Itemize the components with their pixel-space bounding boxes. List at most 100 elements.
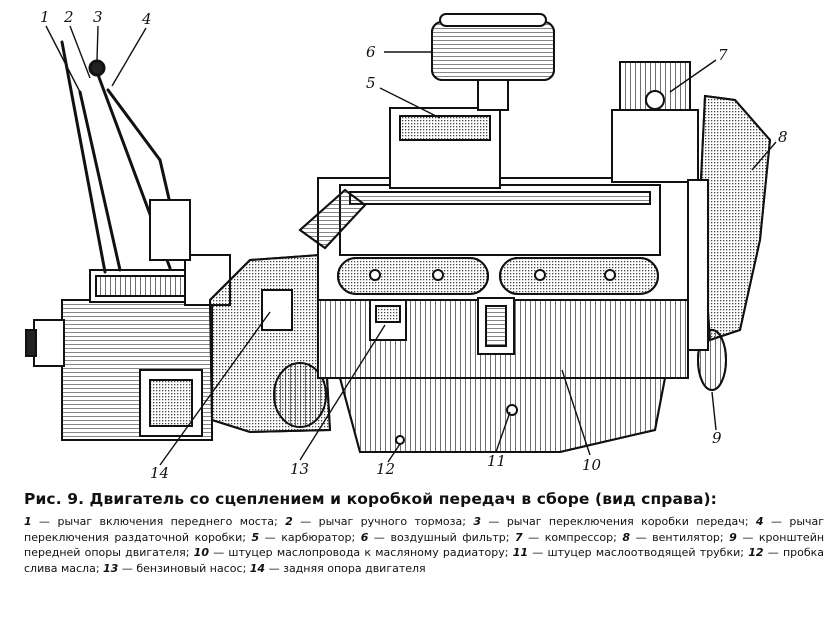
legend-text: пробка слива масла	[24, 546, 825, 575]
legend-separator: ;	[505, 530, 515, 544]
figure-title: Рис. 9. Двигатель со сцеплением и коробк…	[24, 490, 717, 508]
legend-text: вентилятор	[652, 530, 720, 544]
engine-drawing: 1 2 3 4 5 6 7 8 9 10 11 12 13 14	[25, 8, 788, 480]
callout-9: 9	[712, 429, 722, 447]
air-filter	[431, 13, 555, 111]
leader-lines	[45, 25, 777, 466]
figure-caption: Рис. 9. Двигатель со сцеплением и коробк…	[24, 490, 824, 576]
legend-dash: —	[368, 530, 391, 544]
figure-legend: 1 — рычаг включения переднего моста; 2 —…	[24, 514, 824, 576]
callout-2: 2	[63, 8, 74, 26]
callout-8: 8	[778, 128, 788, 146]
legend-separator: ;	[744, 515, 756, 528]
legend-item-7: 7 — компрессор;	[515, 531, 622, 544]
legend-dash: —	[630, 530, 653, 544]
legend-text: штуцер маслопровода к масляному радиатор…	[228, 546, 505, 559]
legend-text: задняя опора двигателя	[283, 561, 426, 575]
legend-separator: ;	[740, 546, 749, 559]
legend-dash: —	[208, 546, 229, 559]
legend-number: 4	[755, 515, 764, 528]
legend-number: 9	[729, 530, 737, 544]
legend-number: 2	[285, 515, 293, 528]
gearbox	[25, 254, 231, 441]
legend-text: бензиновый насос	[136, 561, 243, 575]
legend-separator: ;	[462, 515, 474, 528]
legend-dash: —	[481, 515, 507, 528]
callout-12: 12	[376, 460, 395, 478]
legend-item-4: 4 — рычаг переключения раздаточной короб…	[24, 515, 824, 544]
legend-number: 1	[24, 515, 32, 528]
legend-separator: ;	[242, 561, 250, 575]
legend-text: рычаг включения переднего моста	[57, 515, 275, 528]
legend-text: воздушный фильтр	[390, 530, 506, 544]
legend-item-12: 12 — пробка слива масла;	[24, 546, 824, 575]
legend-separator: ;	[185, 546, 194, 559]
carburetor	[298, 107, 501, 250]
legend-item-5: 5 — карбюратор;	[251, 531, 360, 544]
legend-number: 13	[103, 561, 119, 575]
legend-text: штуцер маслоотводящей трубки	[547, 546, 741, 559]
legend-number: 11	[512, 546, 528, 559]
compressor	[611, 61, 699, 183]
legend-item-9: 9 — кронштейн передней опоры двигателя;	[24, 531, 824, 560]
callout-13: 13	[290, 460, 309, 478]
legend-number: 7	[514, 530, 523, 544]
legend-item-1: 1 — рычаг включения переднего моста;	[24, 515, 285, 528]
legend-item-11: 11 — штуцер маслоотводящей трубки;	[513, 546, 749, 559]
callout-14: 14	[150, 464, 169, 480]
callout-11: 11	[487, 452, 506, 470]
control-levers	[60, 40, 191, 274]
legend-number: 12	[748, 546, 764, 559]
legend-separator: ;	[274, 515, 286, 528]
legend-text: рычаг переключения раздаточной коробки	[24, 515, 825, 544]
legend-dash: —	[118, 561, 137, 575]
legend-item-10: 10 — штуцер маслопровода к масляному рад…	[194, 546, 513, 559]
legend-number: 10	[193, 546, 209, 559]
legend-number: 8	[622, 530, 631, 544]
legend-number: 6	[360, 530, 369, 544]
legend-text: рычаг ручного тормоза	[318, 515, 463, 528]
legend-separator: ;	[613, 530, 623, 544]
legend-item-8: 8 — вентилятор;	[622, 531, 729, 544]
legend-text: рычаг переключения коробки передач	[506, 515, 745, 528]
legend-number: 14	[249, 561, 266, 575]
legend-separator: ;	[719, 530, 730, 544]
callout-3: 3	[93, 8, 103, 26]
legend-text: кронштейн передней опоры двигателя	[24, 530, 825, 560]
legend-item-2: 2 — рычаг ручного тормоза;	[285, 515, 473, 528]
legend-number: 5	[251, 530, 260, 544]
legend-text: компрессор	[544, 530, 614, 544]
callout-1: 1	[40, 8, 50, 26]
fuel-pump	[369, 299, 407, 341]
fan	[687, 94, 772, 391]
legend-separator: ;	[95, 561, 104, 575]
callout-4: 4	[141, 10, 152, 28]
oil-pan	[338, 377, 667, 453]
legend-dash: —	[292, 515, 319, 528]
legend-dash: —	[259, 530, 282, 544]
legend-separator: ;	[351, 530, 361, 544]
legend-item-3: 3 — рычаг переключения коробки передач;	[473, 515, 756, 528]
callout-10: 10	[582, 456, 602, 474]
engine-illustration: 1 2 3 4 5 6 7 8 9 10 11 12 13 14	[25, 8, 788, 480]
callout-7: 7	[718, 46, 728, 64]
legend-dash: —	[265, 561, 284, 575]
clutch-housing	[208, 253, 332, 434]
legend-number: 3	[473, 515, 482, 528]
legend-dash: —	[763, 515, 790, 528]
legend-dash: —	[522, 530, 545, 544]
legend-item-14: 14 — задняя опора двигателя	[250, 562, 426, 575]
legend-item-13: 13 — бензиновый насос;	[103, 562, 250, 575]
legend-text: карбюратор	[281, 530, 352, 544]
legend-dash: —	[736, 530, 759, 544]
legend-dash: —	[763, 546, 783, 559]
engine-block	[317, 177, 689, 379]
legend-dash: —	[31, 515, 58, 528]
legend-separator: ;	[242, 530, 252, 544]
legend-separator: ;	[504, 546, 513, 559]
legend-dash: —	[528, 546, 548, 559]
legend-item-6: 6 — воздушный фильтр;	[361, 531, 515, 544]
callout-numbers: 1 2 3 4 5 6 7 8 9 10 11 12 13 14	[40, 8, 788, 480]
callout-6: 6	[366, 43, 376, 61]
callout-5: 5	[366, 74, 376, 92]
